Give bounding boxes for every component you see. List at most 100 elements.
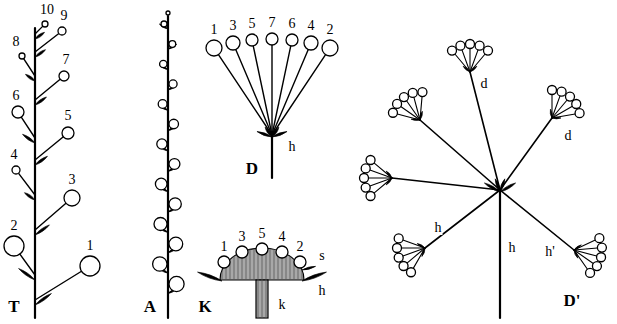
callout-number: 6: [288, 17, 297, 31]
flower-circle: [169, 41, 176, 48]
flower-circle: [206, 40, 222, 56]
flower-circle: [565, 92, 574, 101]
bract: [34, 96, 47, 106]
pedicel: [35, 79, 60, 100]
receptacle: [220, 246, 304, 318]
hatch-line: [250, 246, 251, 318]
flower-circle: [19, 53, 25, 59]
secondary-ray: [370, 178, 392, 186]
callout-number: 8: [12, 35, 21, 49]
flower-circle: [226, 36, 240, 50]
flower-circle: [448, 46, 457, 55]
flower-circle: [361, 164, 370, 173]
flower-circle: [399, 93, 408, 102]
flower-circle: [575, 109, 584, 118]
callout-number: 9: [60, 9, 69, 23]
umbel-ray: [253, 46, 272, 135]
bract: [34, 49, 46, 58]
flower-circle: [64, 190, 80, 206]
callout-number: 10: [39, 3, 55, 17]
involucre-bract: [499, 178, 506, 192]
flower-circle: [169, 80, 177, 88]
part-letter: h: [318, 284, 327, 298]
bract: [22, 133, 36, 144]
flower-bud: [166, 11, 170, 15]
part-letter: d: [480, 77, 489, 91]
flower-circle: [276, 246, 288, 258]
flower-circle: [153, 257, 167, 271]
pedicel: [35, 203, 66, 230]
hatching: [222, 246, 302, 318]
callout-number: 2: [326, 23, 335, 37]
secondary-ray: [455, 54, 470, 72]
hatch-line: [254, 246, 255, 318]
lines: [18, 16, 597, 318]
flower-circle: [12, 106, 24, 118]
hatch-line: [262, 246, 263, 318]
umbel-ray: [272, 55, 326, 135]
hatch-line: [234, 246, 235, 318]
flower-circle: [361, 183, 370, 192]
flower-circle: [246, 34, 258, 46]
bract: [34, 31, 45, 40]
umbel-ray: [236, 49, 272, 135]
flower-circle: [483, 46, 492, 55]
flower-circle: [407, 268, 416, 277]
flower-circle: [160, 60, 167, 67]
flower-circle: [286, 34, 298, 46]
figure-letter: T: [7, 298, 20, 315]
flower-circle: [408, 88, 417, 97]
involucre-bract: [197, 271, 222, 283]
flower-circle: [456, 41, 465, 50]
secondary-ray: [369, 177, 393, 178]
part-letter: h: [508, 241, 517, 255]
callout-number: 4: [278, 230, 287, 244]
flower-circle: [169, 198, 181, 210]
bract: [25, 73, 36, 82]
flower-circle: [597, 243, 606, 252]
flower-circle: [12, 166, 20, 174]
callout-number: 5: [64, 109, 73, 123]
flower-circle: [394, 253, 403, 262]
involucel-bract: [419, 111, 423, 120]
secondary-ray: [407, 248, 425, 263]
pedicel: [35, 137, 63, 160]
flower-circle: [572, 100, 581, 109]
part-letter: k: [278, 298, 287, 312]
flower-circle: [592, 262, 601, 271]
involucre-bract: [264, 126, 273, 137]
flower-circle: [157, 139, 167, 149]
callout-number: 1: [220, 240, 229, 254]
part-letter: d: [564, 129, 573, 143]
umbel-stalk: [271, 135, 273, 178]
secondary-ray: [462, 50, 470, 72]
involucel-bract: [386, 171, 393, 179]
flower-circle: [418, 88, 427, 97]
flower-circle: [399, 261, 408, 270]
flower-circle: [161, 21, 167, 27]
flower-circle: [59, 71, 69, 81]
flower-circle: [597, 253, 606, 262]
involucel-bract: [573, 244, 581, 251]
primary-ray: [425, 190, 500, 248]
callout-number: 5: [248, 17, 257, 31]
callout-number: 5: [258, 227, 267, 241]
umbel-ray: [271, 45, 272, 135]
part-letter: h': [544, 245, 556, 259]
flower-circle: [304, 36, 318, 50]
pedicel: [35, 271, 81, 300]
part-letter: h: [288, 140, 297, 154]
flower-circle: [595, 234, 604, 243]
involucel-bract: [421, 248, 426, 257]
flowers: [4, 11, 606, 292]
pedicel: [24, 59, 35, 76]
bract: [34, 155, 48, 166]
hatch-line: [294, 246, 295, 318]
flower-circle: [393, 99, 402, 108]
secondary-ray: [403, 248, 425, 256]
figure-letter: K: [197, 298, 212, 315]
involucel-bract: [469, 66, 477, 73]
hatch-line: [290, 246, 291, 318]
